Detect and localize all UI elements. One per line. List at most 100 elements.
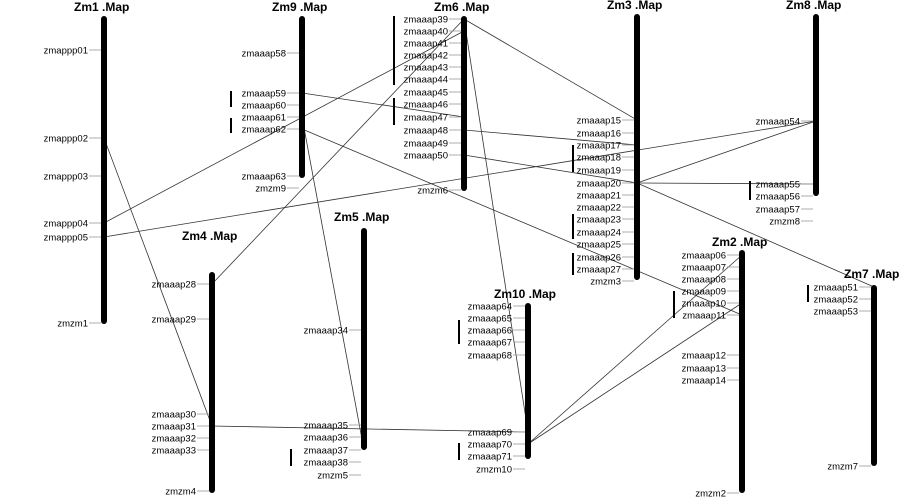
gene-label: zmaaap53: [814, 307, 858, 318]
gene-label: zmzm10: [476, 465, 512, 476]
gene-label: zmaaap48: [404, 126, 448, 137]
gene-label: zmaaap08: [682, 275, 726, 286]
gene-label: zmaaap43: [404, 63, 448, 74]
gene-label: zmaaap37: [304, 446, 348, 457]
gene-label: zmzm7: [827, 462, 858, 473]
gene-label: zmaaap17: [577, 141, 621, 152]
gene-label: zmaaap31: [152, 422, 196, 433]
chromosome-zm9: Zm9 .Mapzmaaap58zmaaap59zmaaap60zmaaap61…: [242, 0, 328, 195]
duplication-link: [463, 18, 638, 121]
gene-label: zmaaap20: [577, 179, 621, 190]
gene-label: zmzm6: [417, 186, 448, 197]
chromosome-title: Zm2 .Map: [712, 235, 767, 249]
gene-label: zmaaap28: [152, 280, 196, 291]
gene-label: zmappp02: [44, 134, 88, 145]
duplication-link: [301, 116, 365, 451]
duplication-link: [301, 128, 743, 316]
duplication-link: [103, 137, 213, 427]
chromosome-zm1: Zm1 .Map zmappp01 zmappp02 zmappp03 zmappp04…: [44, 0, 130, 330]
duplication-link: [211, 18, 465, 285]
gene-label: zmaaap64: [468, 302, 512, 313]
gene-label: zmaaap65: [468, 314, 512, 325]
duplication-link: [463, 18, 529, 433]
chromosome-bar: [634, 14, 640, 280]
gene-label: zmaaap51: [814, 283, 858, 294]
gene-label: zmzm5: [317, 471, 348, 482]
gene-label: zmaaap39: [404, 15, 448, 26]
gene-label: zmaaap44: [404, 75, 448, 86]
gene-label: zmappp05: [44, 233, 88, 244]
gene-label: zmaaap35: [304, 421, 348, 432]
gene-label: zmaaap29: [152, 315, 196, 326]
gene-label: zmaaap18: [577, 153, 621, 164]
chromosome-title: Zm4 .Map: [182, 229, 237, 243]
gene-label: zmaaap50: [404, 151, 448, 162]
chromosome-bar: [813, 14, 819, 196]
gene-label: zmaaap68: [468, 351, 512, 362]
gene-label: zmaaap60: [242, 101, 286, 112]
gene-label: zmaaap69: [468, 428, 512, 439]
gene-label: zmaaap42: [404, 51, 448, 62]
duplication-link: [463, 129, 638, 146]
chromosome-layer: Zm1 .Map zmappp01 zmappp02 zmappp03 zmappp04…: [44, 0, 900, 500]
chromosome-zm4: Zm4 .Mapzmaaap28zmaaap29zmaaap30zmaaap31…: [152, 229, 238, 498]
gene-label: zmaaap06: [682, 251, 726, 262]
gene-label: zmaaap10: [682, 299, 726, 310]
chromosome-title: Zm10 .Map: [494, 287, 556, 301]
gene-label: zmaaap40: [404, 27, 448, 38]
duplication-link: [211, 425, 529, 433]
gene-label: zmaaap14: [682, 376, 726, 387]
gene-label: zmappp04: [44, 219, 88, 230]
gene-label: zmaaap22: [577, 203, 621, 214]
gene-label: zmaaap55: [756, 180, 800, 191]
chromosome-title: Zm8 .Map: [786, 0, 841, 12]
gene-label: zmaaap58: [242, 49, 286, 60]
chromosome-title: Zm1 .Map: [74, 0, 129, 14]
brackets-layer: [230, 16, 809, 466]
chromosome-title: Zm7 .Map: [844, 267, 899, 281]
gene-label: zmaaap54: [756, 117, 800, 128]
chromosome-zm3: Zm3 .Map zmaaap15 zmaaap16zmaaap17zmaaap18…: [577, 0, 663, 288]
gene-label: zmaaap67: [468, 338, 512, 349]
gene-label: zmaaap45: [404, 88, 448, 99]
gene-label: zmaaap32: [152, 434, 196, 445]
gene-label: zmaaap63: [242, 172, 286, 183]
gene-label: zmaaap25: [577, 240, 621, 251]
gene-label: zmaaap23: [577, 215, 621, 226]
gene-label: zmaaap15: [577, 116, 621, 127]
chromosome-bar: [461, 16, 467, 191]
gene-label: zmzm3: [590, 277, 621, 288]
gene-label: zmaaap27: [577, 265, 621, 276]
links-layer: [103, 18, 875, 451]
gene-label: zmaaap46: [404, 100, 448, 111]
gene-label: zmaaap56: [756, 192, 800, 203]
gene-label: zmaaap47: [404, 113, 448, 124]
gene-label: zmaaap38: [304, 458, 348, 469]
gene-label: zmzm4: [165, 487, 196, 498]
duplication-link: [636, 182, 817, 185]
gene-label: zmaaap21: [577, 191, 621, 202]
gene-label: zmaaap71: [468, 452, 512, 463]
duplication-link: [463, 154, 638, 184]
gene-label: zmaaap57: [756, 205, 800, 216]
gene-label: zmaaap16: [577, 129, 621, 140]
gene-label: zmzm2: [695, 489, 726, 500]
chromosome-zm10: Zm10 .Mapzmaaap64zmaaap65zmaaap66zmaaap6…: [468, 287, 556, 476]
duplication-link: [103, 120, 817, 238]
chromosome-title: Zm6 .Map: [434, 0, 489, 14]
chromosome-title: Zm9 .Map: [272, 0, 327, 14]
duplication-link: [301, 92, 465, 118]
gene-label: zmaaap52: [814, 295, 858, 306]
gene-label: zmaaap49: [404, 139, 448, 150]
gene-label: zmaaap26: [577, 253, 621, 264]
chromosome-bar: [101, 16, 107, 324]
chromosome-bar: [361, 228, 367, 450]
gene-label: zmaaap13: [682, 364, 726, 375]
gene-label: zmappp03: [44, 172, 88, 183]
chromosome-zm2: Zm2 .Mapzmaaap06zmaaap07zmaaap08zmaaap09…: [682, 235, 768, 500]
chromosome-title: Zm3 .Map: [607, 0, 662, 12]
gene-label: zmaaap33: [152, 446, 196, 457]
gene-label: zmappp01: [44, 46, 88, 57]
